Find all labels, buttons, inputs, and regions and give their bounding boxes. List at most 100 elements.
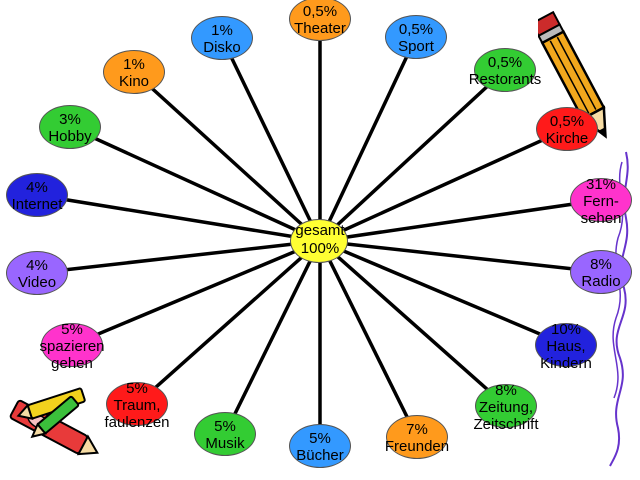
node-value-restorants: 0,5% — [487, 54, 523, 71]
node-ellipse-internet — [6, 173, 68, 217]
node-value-freunden: 7% — [406, 421, 428, 438]
node-text-fernsehen-0: Fern- — [583, 192, 619, 210]
node-value-internet: 4% — [26, 179, 48, 196]
spoke-kirche — [319, 127, 568, 243]
node-text-theater-0: Theater — [294, 20, 346, 37]
node-ellipse-video — [6, 251, 68, 295]
spoke-sport — [318, 36, 418, 242]
node-ellipse-disko — [191, 16, 253, 60]
node-value-kino: 1% — [123, 56, 145, 73]
node-text-hobby-0: Hobby — [48, 128, 92, 145]
node-text-radio-0: Radio — [581, 273, 621, 290]
node-value-disko: 1% — [211, 22, 233, 39]
node-text-freunden-0: Freunden — [384, 438, 450, 455]
node-ellipse-kirche — [536, 107, 598, 151]
spoke-disko — [220, 37, 322, 242]
node-text-video-0: Video — [17, 274, 57, 291]
node-text-kino-0: Kino — [118, 73, 150, 90]
spoke-video — [36, 239, 321, 275]
node-text-internet-0: Internet — [11, 196, 63, 213]
node-label-radio: 8%Radio — [581, 256, 620, 290]
spoke-radio — [319, 239, 602, 274]
node-label-theater: 0,5%Theater — [294, 3, 346, 37]
node-text-zeitung-0: Zeitung, — [478, 398, 534, 416]
node-text-zeitung-1: Zeitschrift — [473, 415, 539, 433]
node-text-traum-0: Traum, — [113, 396, 161, 414]
node-value-haus: 10% — [550, 320, 582, 338]
node-label-sport: 0,5%Sport — [398, 21, 434, 55]
node-text-spazieren-1: gehen — [51, 354, 93, 372]
node-ellipse-buecher — [289, 424, 351, 468]
center-hub-title: gesamt — [295, 222, 345, 239]
node-value-buecher: 5% — [309, 430, 331, 447]
node-label-fernsehen: 31%Fern-sehen — [581, 176, 622, 227]
node-text-disko-0: Disko — [203, 39, 241, 56]
node-ellipse-musik — [194, 412, 256, 456]
spoke-spazieren — [71, 239, 321, 347]
node-label-restorants: 0,5%Restorants — [469, 54, 542, 88]
spoke-haus — [319, 239, 567, 347]
node-ellipse-freunden — [386, 415, 448, 459]
node-label-haus: 10%Haus,Kindern — [540, 321, 592, 372]
node-text-buecher-0: Bücher — [296, 447, 344, 464]
node-ellipse-hobby — [39, 105, 101, 149]
node-text-traum-1: faulenzen — [104, 413, 170, 431]
spoke-hobby — [69, 125, 321, 243]
node-ellipse-zeitung — [475, 384, 537, 428]
node-text-kirche-0: Kirche — [545, 130, 589, 147]
node-value-musik: 5% — [214, 418, 236, 435]
spoke-freunden — [318, 240, 419, 438]
node-label-video: 4%Video — [18, 257, 56, 291]
center-hub-value: 100% — [300, 240, 340, 257]
node-label-disko: 1%Disko — [203, 22, 241, 56]
node-value-traum: 5% — [126, 379, 148, 397]
node-value-kirche: 0,5% — [549, 113, 585, 130]
node-value-hobby: 3% — [59, 111, 81, 128]
node-text-sport-0: Sport — [398, 38, 434, 55]
node-text-haus-0: Haus, — [546, 337, 586, 355]
node-label-kirche: 0,5%Kirche — [546, 113, 589, 147]
node-ellipse-kino — [103, 50, 165, 94]
spoke-kino — [132, 70, 322, 243]
node-text-haus-1: Kindern — [540, 354, 592, 372]
node-ellipse-sport — [385, 15, 447, 59]
spoke-zeitung — [318, 239, 508, 408]
node-value-zeitung: 8% — [495, 381, 517, 399]
node-label-musik: 5%Musik — [205, 418, 244, 452]
spoke-fernsehen — [319, 198, 602, 243]
spoke-traum — [135, 239, 322, 406]
node-label-traum: 5%Traum,faulenzen — [104, 380, 169, 431]
center-hub-ellipse — [290, 219, 348, 263]
node-label-zeitung: 8%Zeitung,Zeitschrift — [473, 382, 538, 433]
node-value-spazieren: 5% — [61, 320, 83, 338]
node-label-buecher: 5%Bücher — [296, 430, 344, 464]
node-text-musik-0: Musik — [205, 435, 245, 452]
node-ellipse-radio — [570, 250, 632, 294]
node-text-fernsehen-1: sehen — [580, 209, 622, 227]
node-text-spazieren-0: spazieren — [39, 337, 105, 355]
node-ellipse-traum — [106, 382, 168, 426]
node-value-radio: 8% — [590, 256, 612, 273]
node-value-sport: 0,5% — [398, 21, 434, 38]
spoke-internet — [36, 193, 321, 243]
crayons-clipart-icon — [9, 387, 99, 456]
node-ellipse-fernsehen — [570, 178, 632, 222]
spoke-restorants — [318, 68, 507, 243]
node-value-fernsehen: 31% — [585, 175, 617, 193]
node-ellipse-theater — [289, 0, 351, 41]
node-value-theater: 0,5% — [302, 3, 338, 20]
node-ellipse-restorants — [474, 48, 536, 92]
node-label-freunden: 7%Freunden — [385, 421, 449, 455]
center-hub-label: gesamt 100% — [295, 222, 344, 258]
node-label-hobby: 3%Hobby — [48, 111, 91, 145]
node-ellipse-spazieren — [41, 323, 103, 367]
node-label-internet: 4%Internet — [12, 179, 63, 213]
node-ellipse-haus — [535, 323, 597, 367]
spoke-musik — [223, 240, 322, 435]
node-label-kino: 1%Kino — [119, 56, 149, 90]
node-value-video: 4% — [26, 257, 48, 274]
node-text-restorants-0: Restorants — [468, 71, 542, 88]
